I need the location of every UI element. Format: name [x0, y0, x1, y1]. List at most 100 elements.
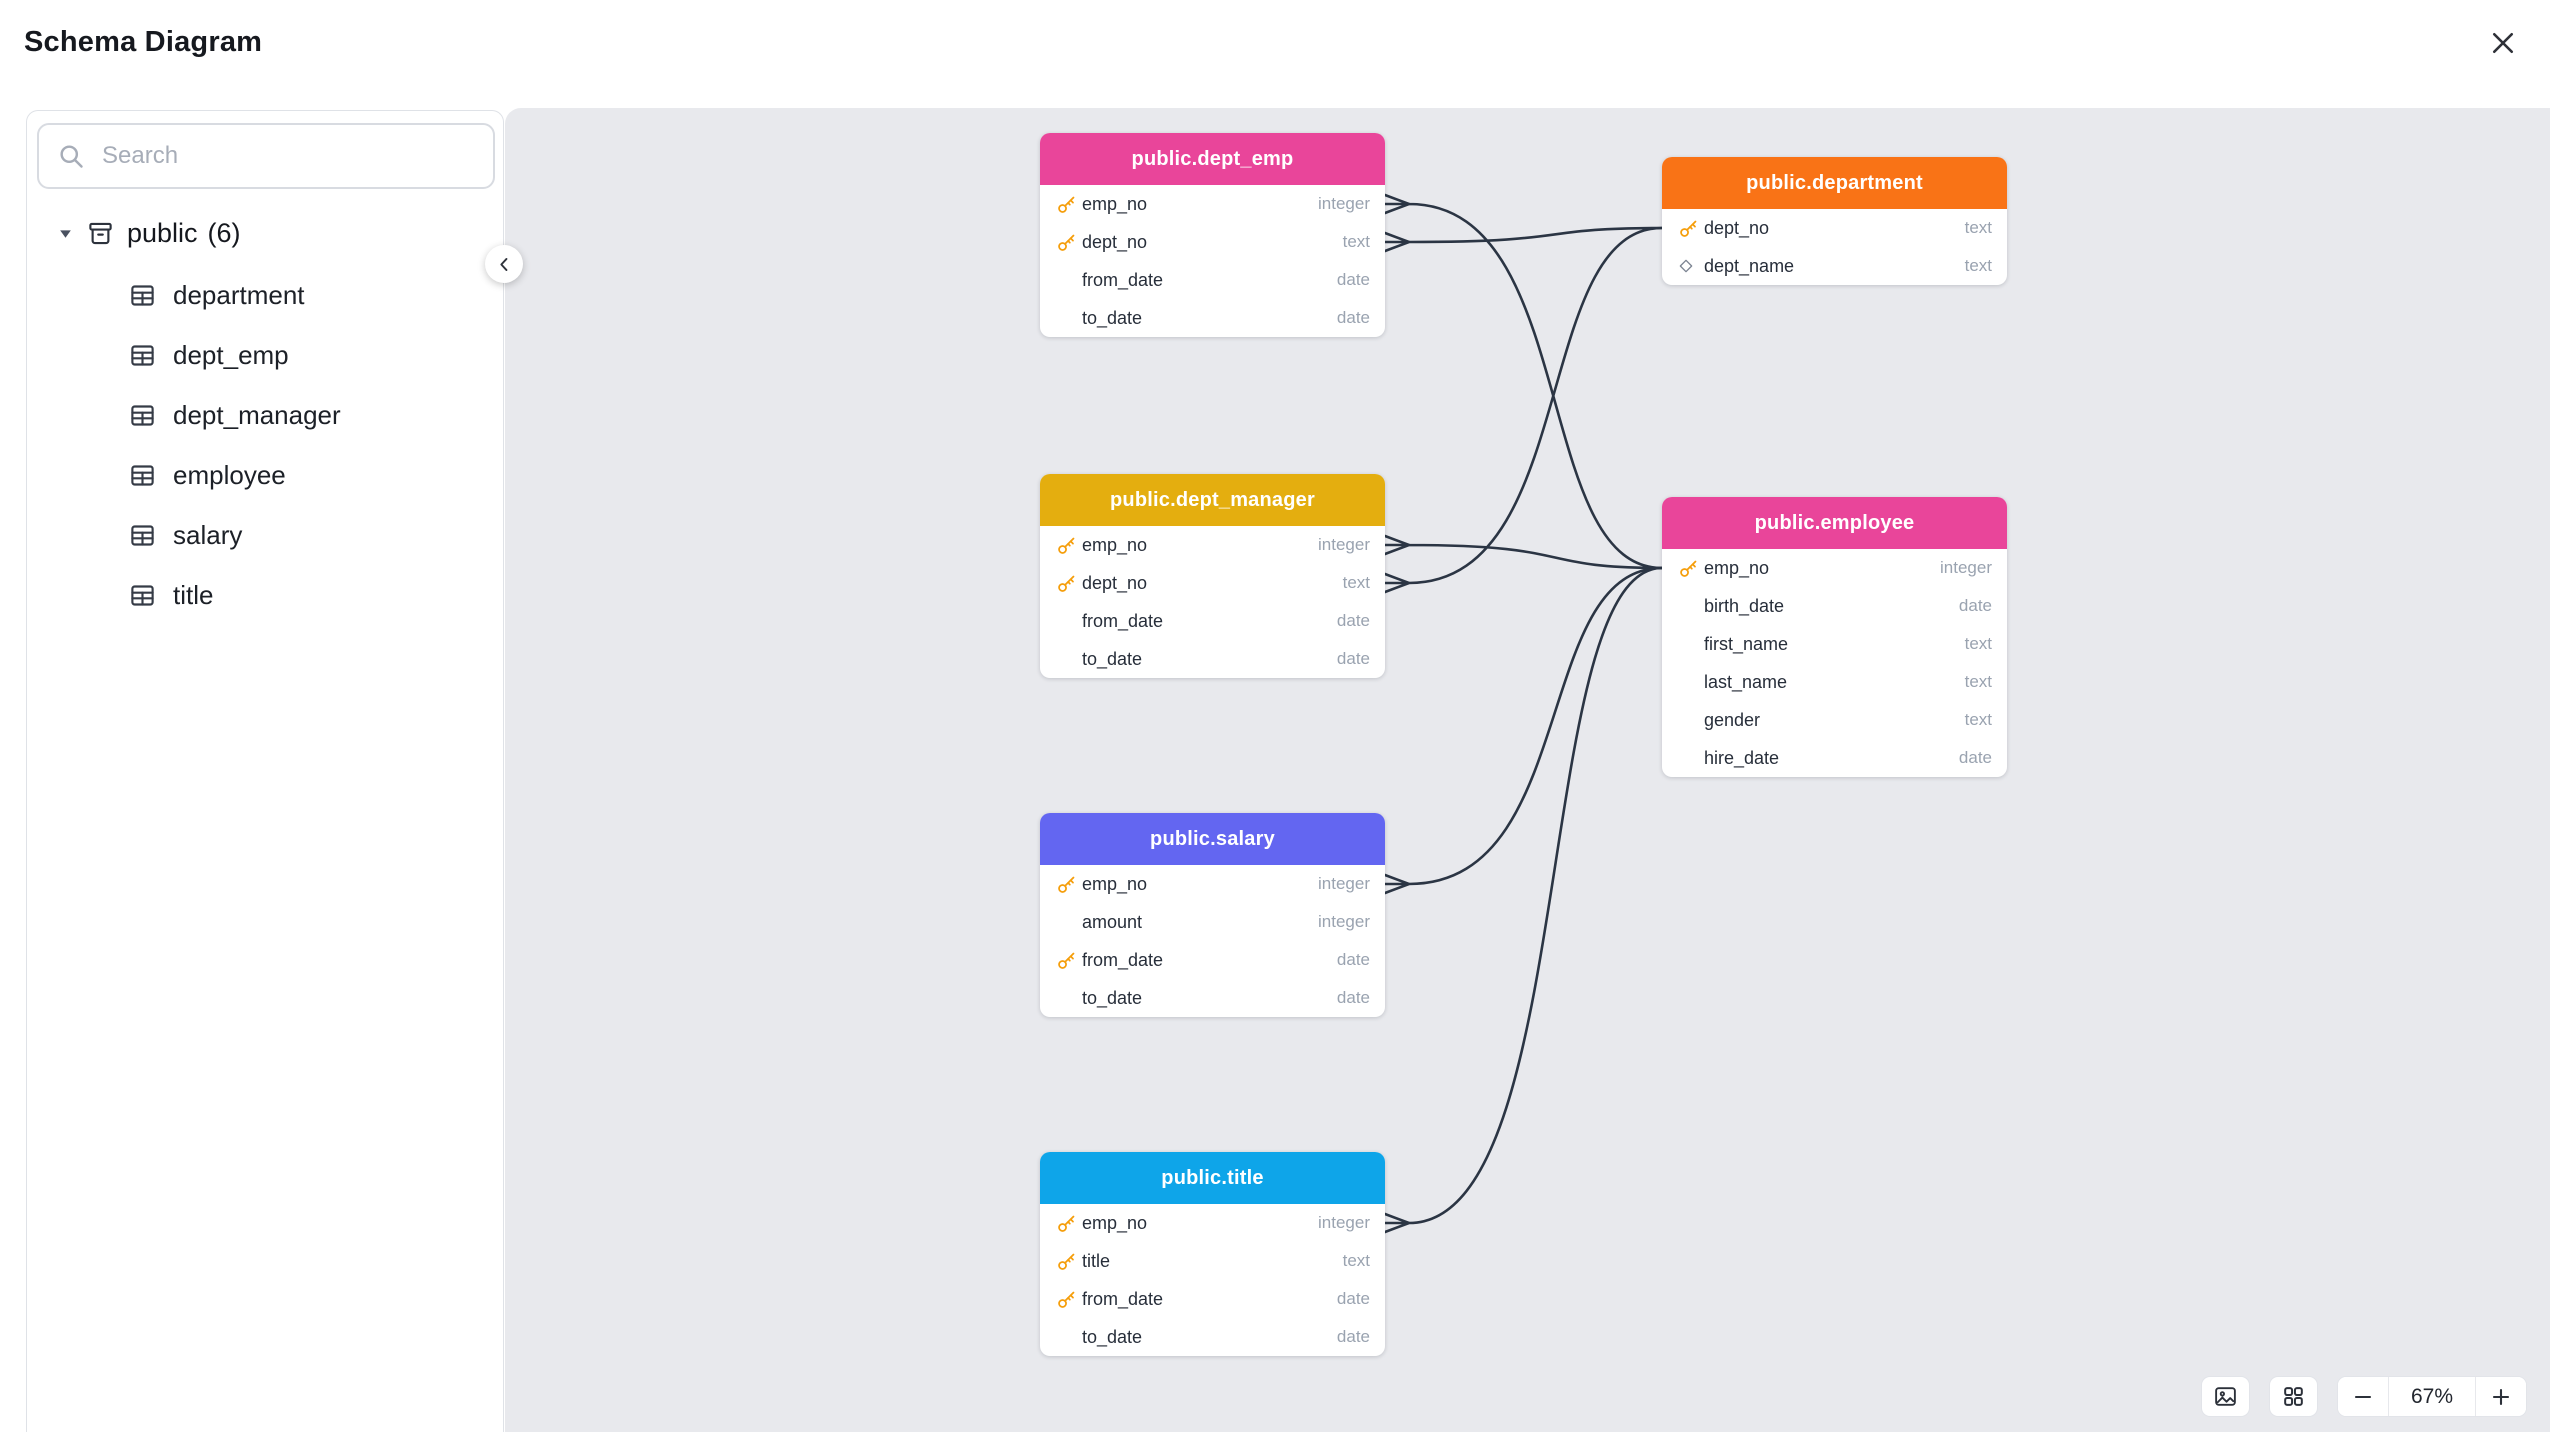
column-row: hire_date date [1662, 739, 2007, 777]
column-name: to_date [1082, 307, 1143, 328]
table-name: dept_emp [173, 339, 289, 370]
canvas-controls: 67% [2201, 1376, 2527, 1417]
column-name: emp_no [1082, 193, 1148, 214]
search-input[interactable] [100, 141, 475, 171]
column-name: emp_no [1082, 534, 1148, 555]
table-list: department dept_emp dept_manager employee sa… [27, 265, 503, 625]
key-icon [1056, 573, 1082, 593]
column-type: date [1336, 1327, 1370, 1346]
table-icon [129, 282, 156, 309]
key-icon [1056, 1289, 1082, 1309]
column-type: text [1964, 256, 1992, 275]
column-name: to_date [1082, 648, 1143, 669]
sidebar-item-title[interactable]: title [27, 565, 503, 625]
column-type: text [1342, 232, 1370, 251]
key-icon [1678, 558, 1704, 578]
sidebar-item-dept_emp[interactable]: dept_emp [27, 325, 503, 385]
zoom-in-button[interactable] [2476, 1377, 2526, 1416]
no-icon [1678, 596, 1704, 616]
table-icon [129, 582, 156, 609]
column-type: date [1958, 748, 1992, 767]
node-title: public.dept_manager [1040, 474, 1385, 526]
table-name: department [173, 279, 305, 310]
no-icon [1056, 611, 1082, 631]
column-type: integer [1318, 874, 1370, 893]
column-row: emp_no integer [1662, 549, 2007, 587]
column-type: text [1342, 1251, 1370, 1270]
page-title: Schema Diagram [24, 26, 263, 58]
column-row: emp_no integer [1040, 526, 1385, 564]
column-type: text [1964, 218, 1992, 237]
column-type: integer [1318, 535, 1370, 554]
node-title: public.employee [1662, 497, 2007, 549]
sidebar-item-department[interactable]: department [27, 265, 503, 325]
table-name: title [173, 579, 214, 610]
column-type: date [1336, 611, 1370, 630]
column-name: gender [1704, 709, 1761, 730]
node-title: public.title [1040, 1152, 1385, 1204]
column-type: text [1342, 573, 1370, 592]
zoom-out-button[interactable] [2338, 1377, 2388, 1416]
export-image-button[interactable] [2201, 1376, 2250, 1417]
node-title: public.dept_emp [1040, 133, 1385, 185]
column-name: from_date [1082, 1288, 1164, 1309]
schema-name: public [127, 217, 198, 248]
column-row: title text [1040, 1242, 1385, 1280]
layout-grid-icon [2281, 1384, 2306, 1409]
key-icon [1056, 950, 1082, 970]
sidebar-item-dept_manager[interactable]: dept_manager [27, 385, 503, 445]
no-icon [1056, 912, 1082, 932]
column-type: text [1964, 710, 1992, 729]
column-name: dept_no [1082, 231, 1148, 252]
close-button[interactable] [2480, 20, 2526, 66]
column-row: gender text [1662, 701, 2007, 739]
table-icon [129, 522, 156, 549]
column-name: title [1082, 1250, 1111, 1271]
diagram-canvas[interactable] [505, 108, 2550, 1432]
auto-layout-button[interactable] [2269, 1376, 2318, 1417]
column-name: emp_no [1082, 873, 1148, 894]
column-row: dept_no text [1040, 564, 1385, 602]
column-type: integer [1318, 912, 1370, 931]
column-name: hire_date [1704, 747, 1780, 768]
sidebar-item-salary[interactable]: salary [27, 505, 503, 565]
close-icon [2488, 28, 2518, 58]
no-icon [1056, 649, 1082, 669]
key-icon [1056, 535, 1082, 555]
column-name: dept_no [1082, 572, 1148, 593]
key-icon [1056, 1251, 1082, 1271]
column-name: emp_no [1704, 557, 1770, 578]
zoom-level: 67% [2388, 1377, 2476, 1416]
chevron-left-icon [495, 255, 514, 274]
column-type: date [1958, 596, 1992, 615]
column-type: integer [1940, 558, 1992, 577]
table-icon [129, 462, 156, 489]
schema-tree: public (6) department dept_emp dept_manage… [27, 201, 503, 625]
top-bar: Schema Diagram [0, 0, 2550, 108]
sidebar-collapse-button[interactable] [485, 245, 523, 283]
sidebar-item-employee[interactable]: employee [27, 445, 503, 505]
sidebar-item-schema-public[interactable]: public (6) [27, 201, 503, 265]
column-name: to_date [1082, 1326, 1143, 1347]
node-title: public.department [1662, 157, 2007, 209]
schema-table-count: (6) [207, 217, 241, 248]
table-icon [129, 402, 156, 429]
column-name: from_date [1082, 269, 1164, 290]
caret-down-icon [57, 225, 74, 242]
table-name: employee [173, 459, 286, 490]
column-name: emp_no [1082, 1212, 1148, 1233]
